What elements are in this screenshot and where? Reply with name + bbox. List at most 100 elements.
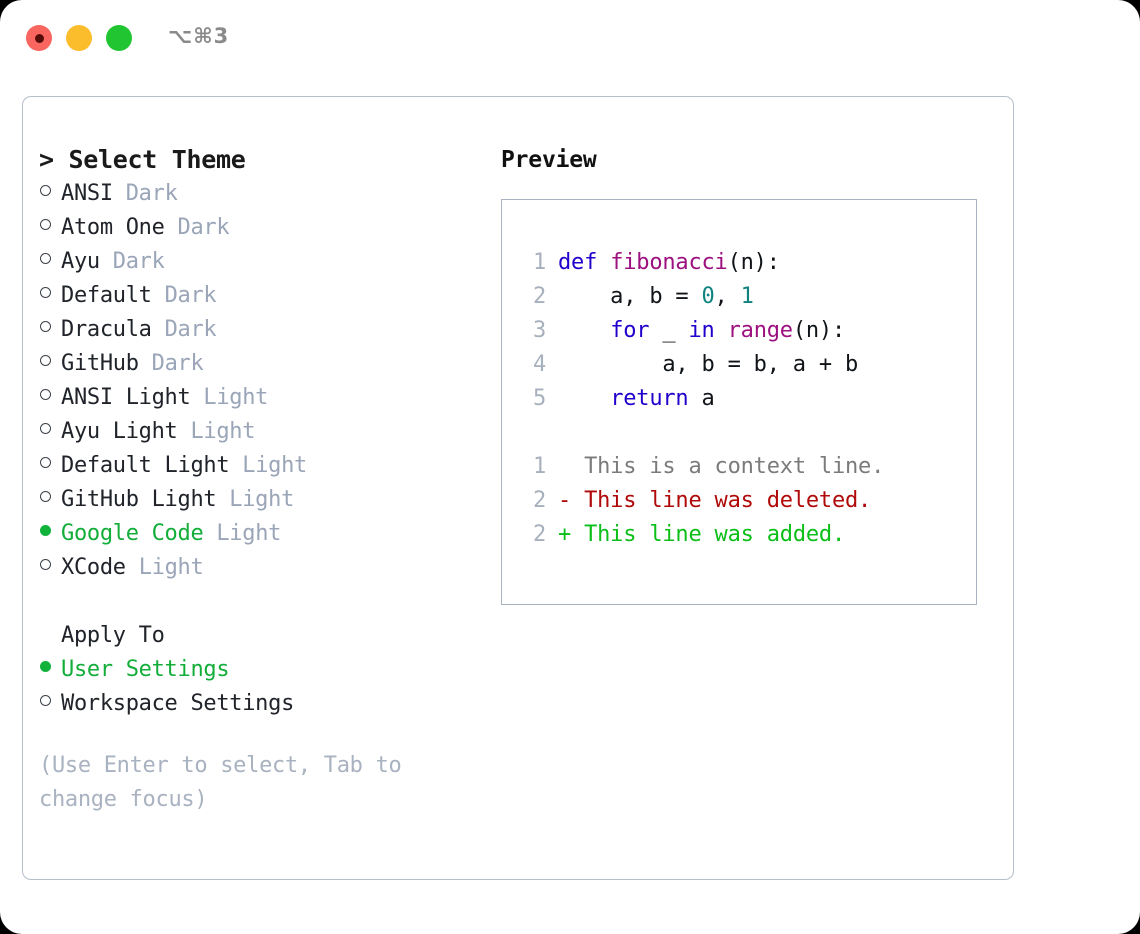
apply-to-title: Apply To <box>61 623 165 648</box>
code-token-pl <box>558 318 610 343</box>
theme-variant-badge: Dark <box>164 317 217 342</box>
diff-line-ctx: 1 This is a context line. <box>520 450 976 484</box>
theme-option-label: Default <box>61 283 152 308</box>
theme-option-xcode[interactable]: XCode Light <box>39 551 479 585</box>
theme-variant-badge: Light <box>190 419 256 444</box>
theme-variant-badge: Light <box>138 555 204 580</box>
radio-unselected-icon <box>39 491 61 502</box>
code-token-kw: def <box>558 250 611 275</box>
radio-unselected-icon <box>39 253 61 264</box>
label-separator <box>190 381 203 415</box>
radio-unselected-icon <box>39 559 61 570</box>
label-separator <box>152 279 165 313</box>
theme-variant-badge: Dark <box>125 181 178 206</box>
code-token-fn: fibonacci <box>610 250 728 275</box>
label-separator <box>178 415 191 449</box>
radio-unselected-icon <box>39 287 61 298</box>
radio-unselected-icon <box>39 457 61 468</box>
theme-variant-badge: Dark <box>151 351 204 376</box>
label-separator <box>139 347 152 381</box>
theme-option-label: ANSI Light <box>61 385 191 410</box>
apply-to-option-workspace-settings[interactable]: Workspace Settings <box>39 687 479 721</box>
code-token-fn: range <box>727 318 793 343</box>
theme-option-default-light[interactable]: Default Light Light <box>39 449 479 483</box>
theme-option-label: GitHub <box>61 351 139 376</box>
radio-unselected-icon <box>39 389 61 400</box>
code-token-pl: a <box>688 386 715 411</box>
code-token-pl: (n): <box>727 250 780 275</box>
theme-option-default[interactable]: Default Dark <box>39 279 479 313</box>
label-separator <box>165 211 178 245</box>
theme-variant-badge: Dark <box>112 249 165 274</box>
code-token-num: 0 <box>701 284 715 309</box>
apply-to-option-user-settings[interactable]: User Settings <box>39 653 479 687</box>
code-line-number: 5 <box>532 386 546 411</box>
code-token-kw: return <box>610 386 689 411</box>
theme-variant-badge: Dark <box>164 283 217 308</box>
theme-option-ayu-light[interactable]: Ayu Light Light <box>39 415 479 449</box>
theme-option-google-code[interactable]: Google Code Light <box>39 517 479 551</box>
theme-option-github[interactable]: GitHub Dark <box>39 347 479 381</box>
diff-marker: - <box>558 488 585 513</box>
label-separator <box>152 313 165 347</box>
keyboard-hint-text: (Use Enter to select, Tab to change focu… <box>39 753 402 812</box>
maximize-button-icon[interactable] <box>106 25 132 51</box>
label-separator <box>229 449 242 483</box>
close-button-icon[interactable] <box>26 25 52 51</box>
apply-to-option-label: Workspace Settings <box>61 691 295 716</box>
diff-line-add: 2 + This line was added. <box>520 518 976 552</box>
theme-variant-badge: Light <box>216 521 282 546</box>
code-token-pl <box>558 386 610 411</box>
code-token-pl: a, b = <box>558 284 702 309</box>
theme-option-ansi[interactable]: ANSI Dark <box>39 177 479 211</box>
diff-line-del: 2- This line was deleted. <box>520 484 976 518</box>
apply-to-option-label: User Settings <box>61 657 230 682</box>
code-line-number: 3 <box>532 318 546 343</box>
label-separator <box>113 177 126 211</box>
theme-option-ansi-light[interactable]: ANSI Light Light <box>39 381 479 415</box>
code-line: 5 return a <box>520 382 976 416</box>
diff-line-text: This line was added. <box>584 522 845 547</box>
diff-line-text: This line was deleted. <box>584 488 872 513</box>
theme-option-label: Ayu <box>61 249 100 274</box>
theme-variant-badge: Light <box>242 453 307 478</box>
code-token-pl: (n): <box>792 318 846 343</box>
theme-option-atom-one[interactable]: Atom One Dark <box>39 211 479 245</box>
code-token-pl: a, b = b, a + b <box>558 352 859 377</box>
theme-option-label: ANSI <box>61 181 113 206</box>
label-separator <box>126 551 139 585</box>
code-line-number: 1 <box>532 250 546 275</box>
code-token-kw: in <box>688 318 715 343</box>
theme-option-label: Google Code <box>61 521 204 546</box>
code-line: 3 for _ in range(n): <box>520 314 976 348</box>
code-line: 1 def fibonacci(n): <box>520 246 976 280</box>
radio-unselected-icon <box>39 355 61 366</box>
diff-line-number: 2 <box>532 522 546 547</box>
radio-unselected-icon <box>39 695 61 706</box>
keyboard-shortcut-label: ⌥⌘3 <box>168 24 230 48</box>
radio-unselected-icon <box>39 185 61 196</box>
theme-option-label: Ayu Light <box>61 419 178 444</box>
code-line: 4 a, b = b, a + b <box>520 348 976 382</box>
code-line-content: def fibonacci(n): <box>558 246 780 280</box>
theme-option-github-light[interactable]: GitHub Light Light <box>39 483 479 517</box>
theme-option-ayu[interactable]: Ayu Dark <box>39 245 479 279</box>
diff-sample: 1 This is a context line.2- This line wa… <box>520 450 976 552</box>
minimize-button-icon[interactable] <box>66 25 92 51</box>
diff-line-number: 1 <box>532 454 546 479</box>
diff-marker: + <box>558 522 585 547</box>
close-dot-icon <box>34 33 44 43</box>
preview-title: Preview <box>501 147 597 173</box>
theme-variant-badge: Dark <box>177 215 230 240</box>
radio-unselected-icon <box>39 219 61 230</box>
label-separator <box>216 483 229 517</box>
theme-option-dracula[interactable]: Dracula Dark <box>39 313 479 347</box>
